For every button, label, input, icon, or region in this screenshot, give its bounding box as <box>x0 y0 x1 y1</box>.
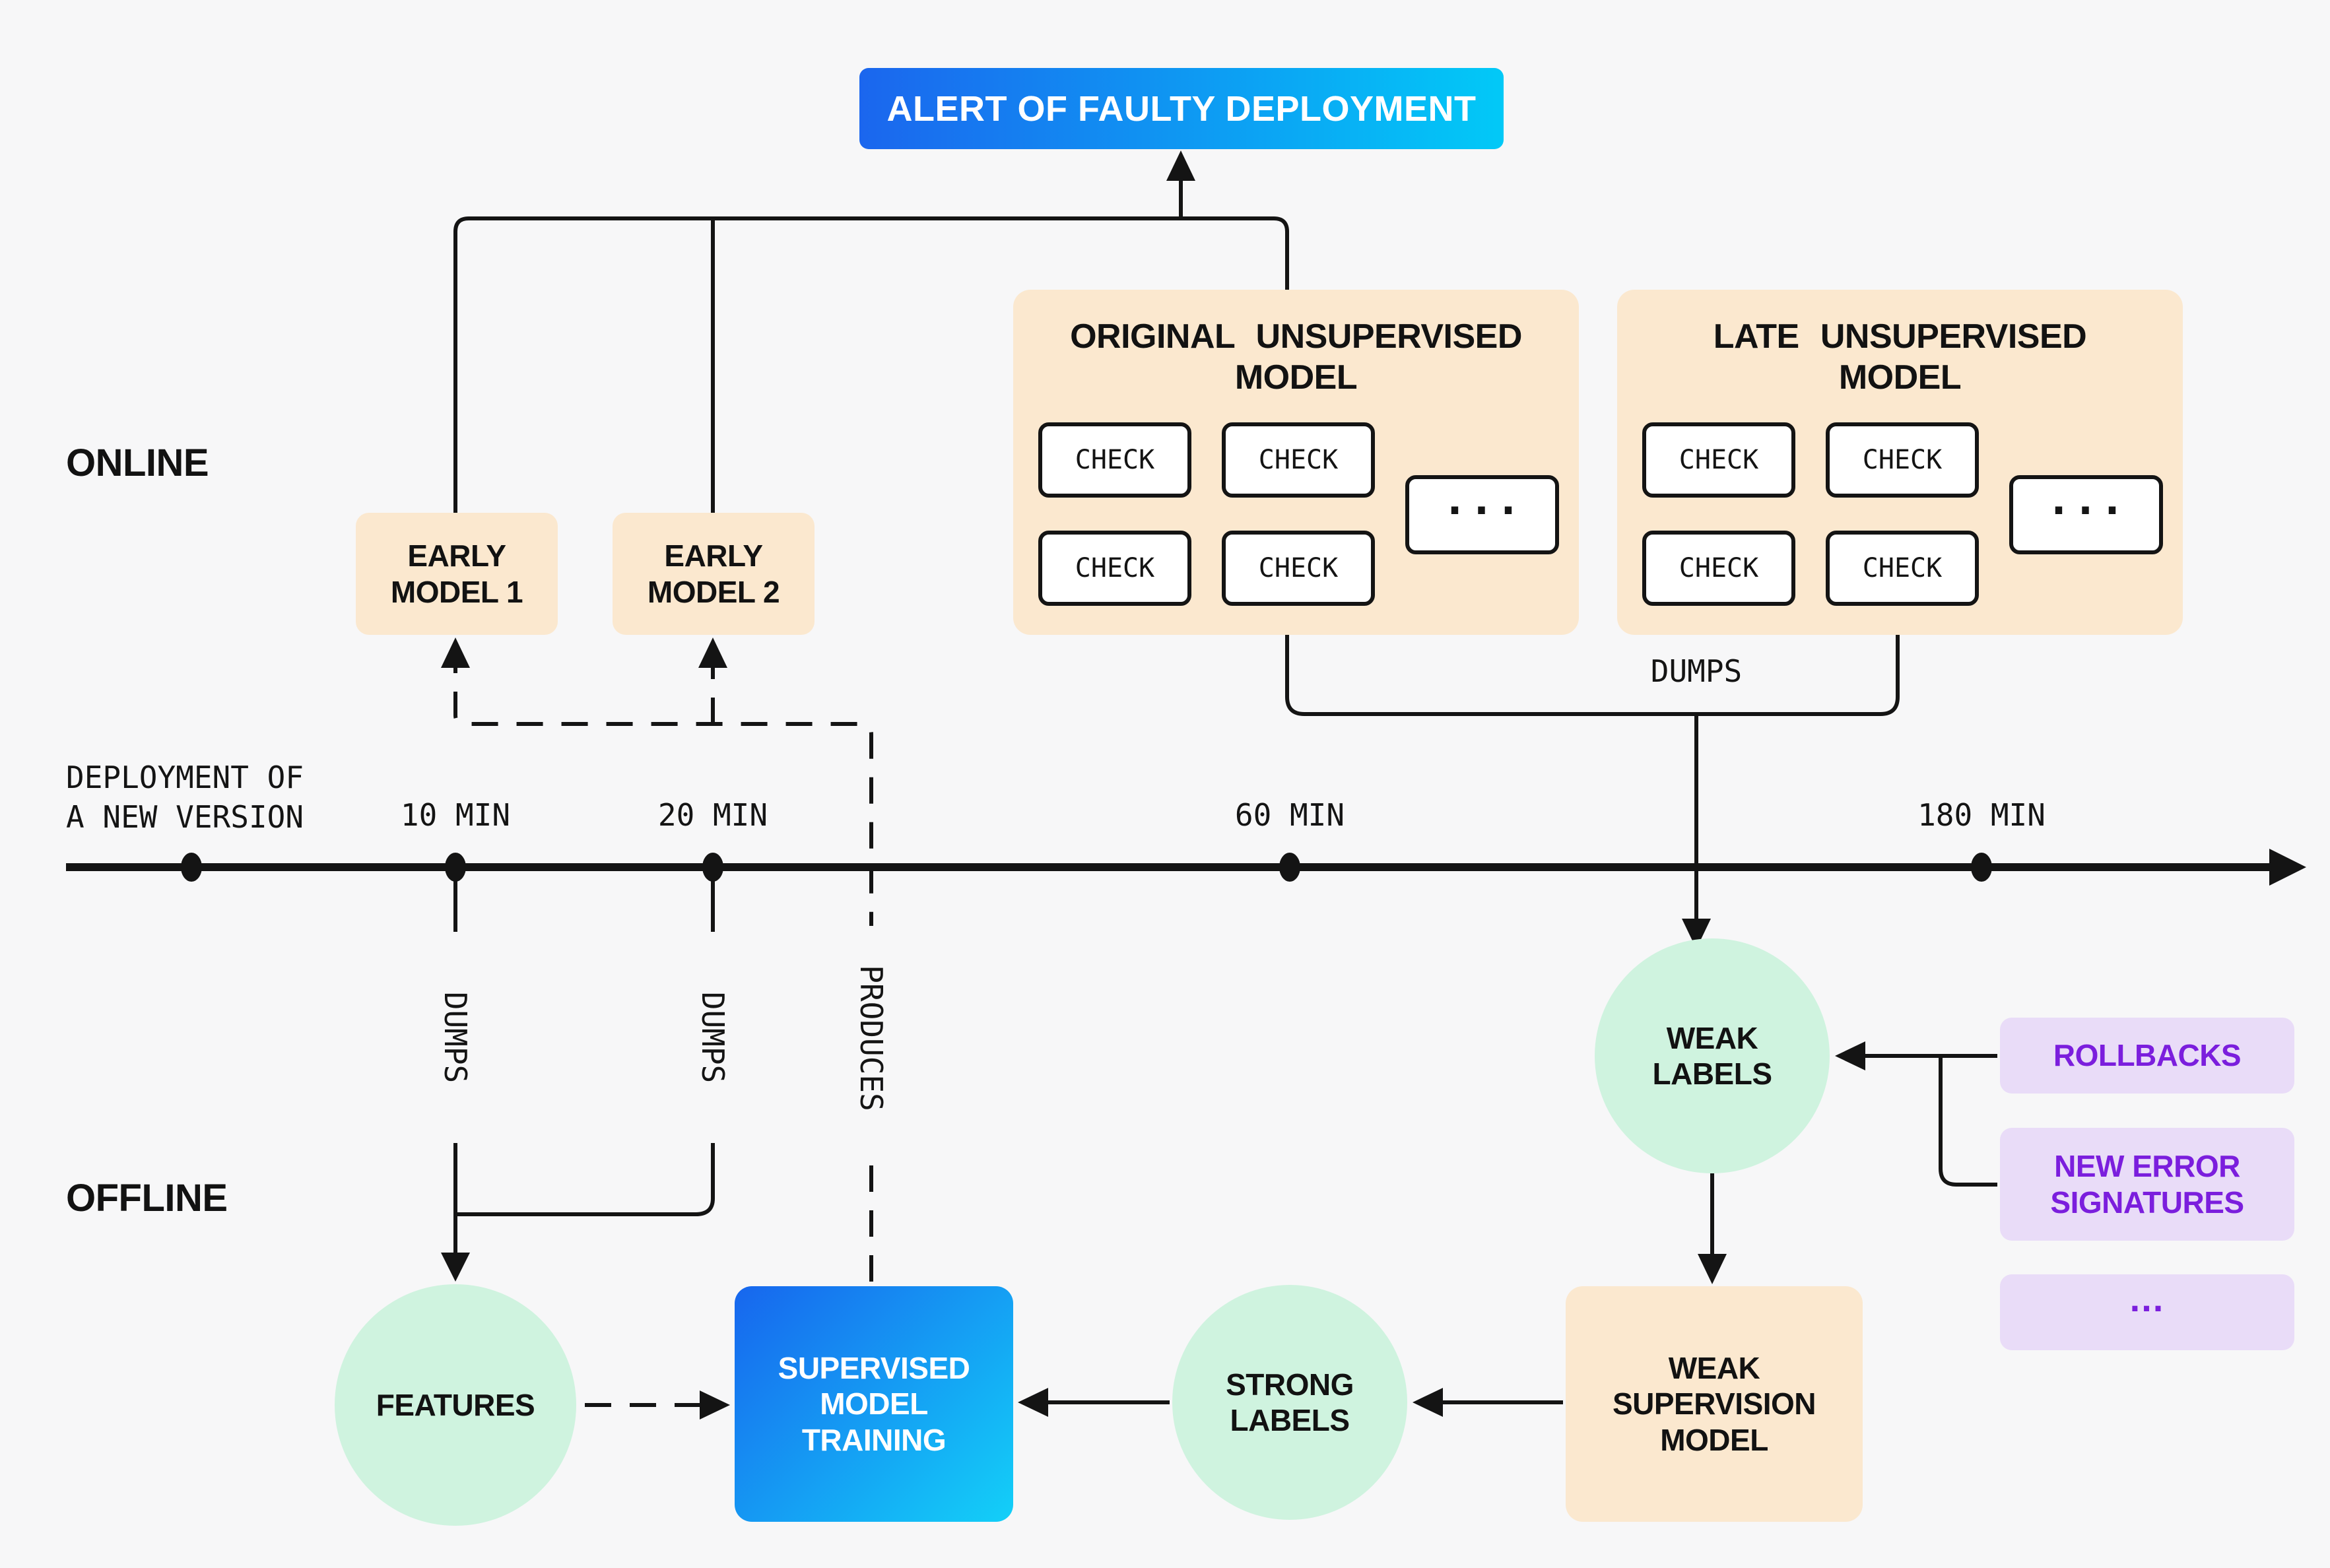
supervised-line3: TRAINING <box>801 1422 947 1457</box>
tick-label-20min: 20 MIN <box>657 797 768 833</box>
arrowhead-features-down <box>441 1253 470 1282</box>
strong-labels-line2: LABELS <box>1230 1403 1350 1437</box>
deployment-origin-line2: A NEW VERSION <box>66 799 304 835</box>
new-error-line2: SIGNATURES <box>2050 1185 2244 1220</box>
arrowhead-weaklabels-down <box>1698 1254 1727 1284</box>
early-model-1-line1: EARLY <box>407 539 506 573</box>
early-model-2-line1: EARLY <box>664 539 763 573</box>
produces-label: PRODUCES <box>850 926 892 1150</box>
check-node: CHECK <box>1222 422 1375 498</box>
weak-labels-line1: WEAK <box>1666 1020 1758 1055</box>
check-node: CHECK <box>1642 422 1795 498</box>
dumps-bracket-label: DUMPS <box>1650 653 1743 689</box>
arrowhead-alert-up <box>1166 150 1195 181</box>
timeline-dot-deployment <box>181 853 202 882</box>
dumps-10min-label: DUMPS <box>434 932 477 1143</box>
new-error-signatures-node: NEW ERROR SIGNATURES <box>2000 1128 2294 1241</box>
supervised-line2: MODEL <box>820 1387 928 1421</box>
check-node: CHECK <box>1826 531 1979 606</box>
arrowhead-supervised-left <box>1018 1388 1048 1417</box>
supervised-line1: SUPERVISED <box>778 1351 970 1386</box>
features-node: FEATURES <box>335 1284 576 1526</box>
arrowhead-strong-left <box>1413 1388 1443 1417</box>
arrowhead-features-right <box>700 1390 730 1420</box>
deployment-origin-line1: DEPLOYMENT OF <box>66 760 304 795</box>
section-label-offline: OFFLINE <box>66 1177 228 1220</box>
alert-faulty-deployment-node: ALERT OF FAULTY DEPLOYMENT <box>859 68 1504 149</box>
edge-top-connector <box>453 216 1289 513</box>
edge-newerror-branch <box>1939 1058 1997 1187</box>
timeline-dot-180min <box>1971 853 1992 882</box>
arrowhead-dumps-drop-down <box>1682 919 1711 949</box>
tick-label-10min: 10 MIN <box>400 797 511 833</box>
arrowhead-early2-up <box>698 637 727 668</box>
more-checks-node: ... <box>1405 475 1559 554</box>
early-model-2-line2: MODEL 2 <box>647 574 780 609</box>
early-model-1-line2: MODEL 1 <box>390 574 523 609</box>
original-unsupervised-title: ORIGINAL UNSUPERVISED MODEL <box>1013 316 1579 399</box>
timeline-dot-10min <box>445 853 466 882</box>
arrowhead-weaklabels-left <box>1835 1041 1865 1070</box>
arrowhead-early1-up <box>441 637 470 668</box>
strong-labels-line1: STRONG <box>1226 1367 1354 1402</box>
strong-labels-node: STRONG LABELS <box>1172 1285 1407 1520</box>
late-title-line2: MODEL <box>1838 358 1962 397</box>
timeline-dot-60min <box>1279 853 1300 882</box>
weak-supervision-line1: WEAK <box>1668 1351 1760 1386</box>
check-node: CHECK <box>1038 531 1191 606</box>
weak-supervision-line3: MODEL <box>1660 1422 1768 1457</box>
timeline-dot-20min <box>702 853 723 882</box>
edge-produces-dashed-main <box>453 647 873 956</box>
more-checks-node: ... <box>2009 475 2163 554</box>
tick-label-180min: 180 MIN <box>1917 797 2046 833</box>
more-inputs-node: ... <box>2000 1274 2294 1350</box>
tick-label-60min: 60 MIN <box>1234 797 1345 833</box>
check-node: CHECK <box>1038 422 1191 498</box>
edge-dumps-bracket <box>1285 635 1900 716</box>
weak-labels-line2: LABELS <box>1652 1057 1773 1091</box>
timeline-axis <box>66 849 2306 886</box>
new-error-line1: NEW ERROR <box>2054 1149 2240 1184</box>
ellipsis-icon: ... <box>2046 475 2127 525</box>
timeline-arrowhead <box>2269 849 2306 886</box>
original-title-line2: MODEL <box>1234 358 1358 397</box>
weak-labels-node: WEAK LABELS <box>1595 938 1830 1173</box>
check-node: CHECK <box>1222 531 1375 606</box>
early-model-2-node: EARLY MODEL 2 <box>613 513 815 635</box>
late-title-line1: LATE UNSUPERVISED <box>1713 317 2087 356</box>
weak-supervision-line2: SUPERVISION <box>1612 1387 1816 1421</box>
edge-dumps20-line <box>457 875 715 1216</box>
dumps-20min-label: DUMPS <box>692 932 734 1143</box>
check-node: CHECK <box>1642 531 1795 606</box>
check-node: CHECK <box>1826 422 1979 498</box>
rollbacks-label: ROLLBACKS <box>2053 1038 2242 1073</box>
original-title-line1: ORIGINAL UNSUPERVISED <box>1070 317 1522 356</box>
rollbacks-node: ROLLBACKS <box>2000 1018 2294 1094</box>
late-unsupervised-model-node: LATE UNSUPERVISED MODEL CHECK CHECK CHEC… <box>1617 290 2183 635</box>
deployment-origin-label: DEPLOYMENT OF A NEW VERSION <box>66 758 304 837</box>
ellipsis-icon: ... <box>2129 1278 2165 1320</box>
ellipsis-icon: ... <box>1442 475 1523 525</box>
early-model-1-node: EARLY MODEL 1 <box>356 513 558 635</box>
weak-supervision-model-node: WEAK SUPERVISION MODEL <box>1566 1286 1863 1522</box>
original-unsupervised-model-node: ORIGINAL UNSUPERVISED MODEL CHECK CHECK … <box>1013 290 1579 635</box>
alert-label: ALERT OF FAULTY DEPLOYMENT <box>886 88 1477 129</box>
section-label-online: ONLINE <box>66 441 209 484</box>
features-label: FEATURES <box>376 1387 535 1422</box>
supervised-model-training-node: SUPERVISED MODEL TRAINING <box>735 1286 1013 1522</box>
late-unsupervised-title: LATE UNSUPERVISED MODEL <box>1617 316 2183 399</box>
